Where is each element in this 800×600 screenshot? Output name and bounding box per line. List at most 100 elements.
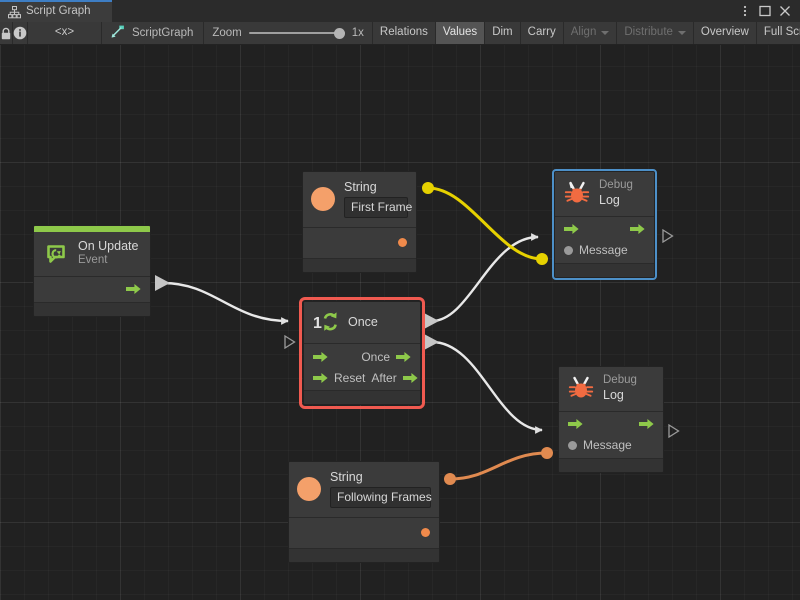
flow-arrow-icon: [313, 372, 328, 384]
node-string-first-frame[interactable]: String First Frame: [302, 171, 417, 274]
flow-arrow-icon: [396, 351, 411, 363]
port-input-flow-enter[interactable]: [313, 351, 328, 363]
port-label-reset: Reset: [334, 370, 366, 385]
node-title-block: On Update Event: [78, 239, 138, 268]
zoom-slider-track: [248, 32, 345, 34]
port-row-output-value[interactable]: [289, 522, 439, 543]
port-label-after: After: [371, 370, 397, 385]
node-debug-log-1[interactable]: Debug Log: [552, 169, 657, 280]
port-output-flow[interactable]: [630, 223, 645, 235]
edge-onupdate-to-once[interactable]: [155, 275, 289, 325]
port-input-reset[interactable]: Reset: [313, 371, 365, 385]
chevron-down-icon: [677, 31, 686, 35]
port-output-flow[interactable]: [639, 418, 654, 430]
flow-arrow-icon: [126, 283, 141, 295]
port-input-flow[interactable]: [564, 223, 579, 235]
port-input-message[interactable]: Message: [564, 243, 628, 257]
node-title-block: Once: [348, 315, 378, 329]
maximize-icon[interactable]: [756, 2, 774, 20]
port-output-after[interactable]: After: [371, 370, 418, 385]
value-port-dot-icon: [398, 238, 407, 248]
debuglog2-output-connector-icon[interactable]: [668, 423, 680, 439]
string-value-field[interactable]: First Frame: [344, 197, 412, 219]
toolbar-button-values[interactable]: Values: [435, 22, 486, 44]
graph-toolbar: <x> ScriptGraph Zoom 1x Relations: [0, 22, 800, 45]
port-output-flow[interactable]: [126, 283, 141, 295]
flow-arrow-icon: [639, 418, 654, 430]
info-icon[interactable]: [13, 22, 28, 44]
port-row-message[interactable]: Message: [559, 435, 663, 456]
node-title-block: Debug Log: [603, 374, 637, 403]
node-once[interactable]: 1 Once: [299, 297, 425, 409]
node-title: Debug: [599, 179, 633, 191]
toolbar-button-overview[interactable]: Overview: [694, 22, 757, 44]
node-footer: [34, 301, 150, 316]
debug-bug-icon: [564, 180, 590, 206]
port-row-flow[interactable]: [555, 219, 654, 240]
edge-once-to-debuglog1[interactable]: [424, 233, 539, 329]
port-input-flow[interactable]: [568, 418, 583, 430]
node-title: On Update: [78, 239, 139, 253]
port-label-once: Once: [361, 349, 390, 364]
node-footer: [559, 457, 663, 472]
node-footer: [303, 258, 416, 273]
graph-canvas[interactable]: On Update Event: [0, 45, 800, 600]
lock-icon[interactable]: [0, 22, 13, 44]
zoom-slider[interactable]: [248, 26, 345, 40]
reset-input-connector-icon[interactable]: [284, 334, 296, 350]
edge-string1-to-debuglog1-message[interactable]: [422, 182, 548, 265]
node-on-update[interactable]: On Update Event: [33, 225, 151, 317]
node-accent-bar: [34, 226, 150, 232]
node-header: 1 Once: [304, 302, 420, 344]
port-output-once[interactable]: Once: [361, 350, 411, 364]
port-row-output-flow[interactable]: [34, 279, 150, 300]
chevron-down-icon: [601, 31, 610, 35]
window-controls: [732, 0, 800, 22]
port-output-value[interactable]: [421, 528, 430, 538]
port-row-reset-after[interactable]: Reset After: [304, 367, 420, 388]
node-header: Debug Log: [555, 172, 654, 217]
toolbar-button-full-screen[interactable]: Full Screen: [757, 22, 800, 44]
toolbar-button-full-screen-label: Full Screen: [763, 26, 800, 39]
port-row-flow[interactable]: [559, 414, 663, 435]
zoom-label: Zoom: [212, 27, 242, 39]
breadcrumb-label: ScriptGraph: [132, 27, 194, 39]
string-value-field[interactable]: Following Frames: [330, 487, 432, 509]
toolbar-button-relations[interactable]: Relations: [373, 22, 436, 44]
tabbar-empty-space: [112, 0, 732, 22]
toolbar-button-dim-label: Dim: [492, 26, 513, 39]
toolbar-button-distribute[interactable]: Distribute: [617, 22, 694, 44]
zoom-slider-knob[interactable]: [333, 28, 345, 39]
port-row-once[interactable]: Once: [304, 346, 420, 367]
port-input-message[interactable]: Message: [568, 438, 632, 452]
toolbar-button-carry[interactable]: Carry: [521, 22, 564, 44]
svg-text:1: 1: [313, 315, 322, 332]
node-string-following-frames[interactable]: String Following Frames: [288, 461, 440, 564]
close-icon[interactable]: [776, 2, 794, 20]
node-title-block: String Following Frames: [330, 470, 432, 509]
port-output-value[interactable]: [398, 238, 407, 248]
node-body: Message: [555, 216, 654, 263]
edge-string2-to-debuglog2-message[interactable]: [444, 447, 553, 485]
more-vertical-icon[interactable]: [736, 2, 754, 20]
node-subtitle: Log: [603, 388, 624, 403]
toolbar-button-dim[interactable]: Dim: [485, 22, 521, 44]
debuglog1-output-connector-icon[interactable]: [662, 228, 674, 244]
flow-arrow-icon: [402, 372, 418, 384]
breadcrumb[interactable]: ScriptGraph: [102, 22, 205, 44]
node-body: [34, 276, 150, 302]
node-footer: [555, 262, 654, 277]
flow-arrow-icon: [564, 223, 579, 235]
graph-edges: [155, 182, 553, 485]
tab-script-graph[interactable]: Script Graph: [0, 0, 112, 22]
node-debug-log-2[interactable]: Debug Log: [558, 366, 664, 473]
node-footer: [304, 390, 420, 404]
port-label-message: Message: [583, 438, 632, 453]
value-port-dot-icon: [568, 440, 577, 450]
code-toggle-button[interactable]: <x>: [28, 22, 102, 44]
node-header: String First Frame: [303, 172, 416, 229]
port-row-message[interactable]: Message: [555, 240, 654, 261]
edge-once-to-debuglog2[interactable]: [424, 334, 543, 434]
port-row-output-value[interactable]: [303, 232, 416, 253]
toolbar-button-align[interactable]: Align: [564, 22, 618, 44]
